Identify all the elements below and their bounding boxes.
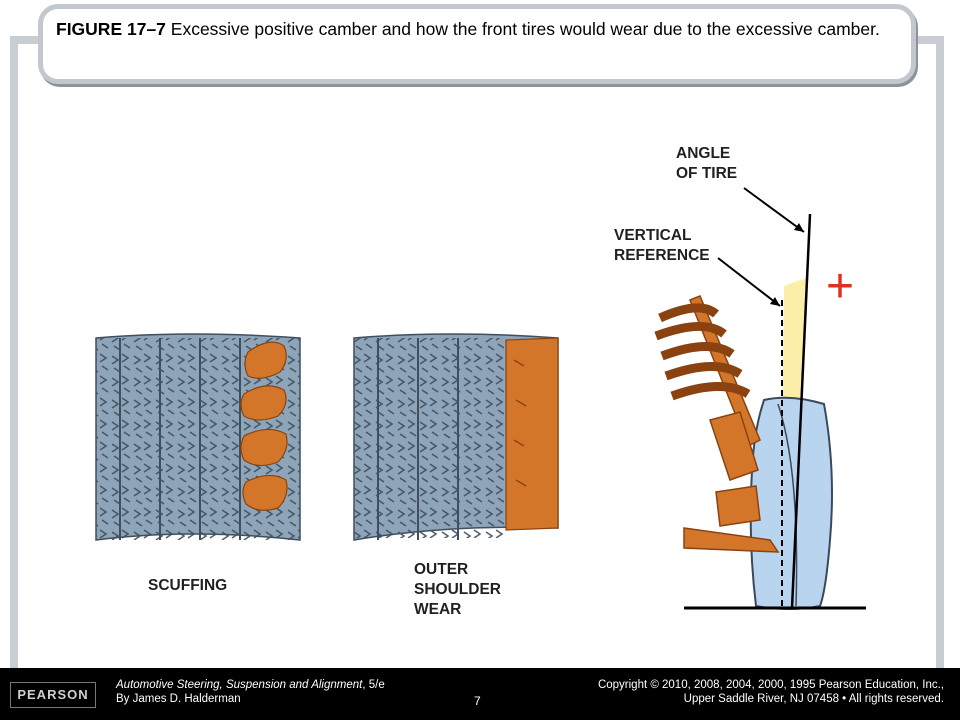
tire-side-view (749, 396, 833, 610)
label-shoulder: SHOULDER (414, 581, 501, 598)
shoulder-wear-band (505, 337, 559, 531)
copyright-line-2: Upper Saddle River, NJ 07458 • All right… (683, 693, 944, 705)
positive-camber-plus: + (826, 260, 854, 313)
book-author: By James D. Halderman (116, 693, 241, 705)
figure-caption-text: Excessive positive camber and how the fr… (165, 19, 880, 39)
camber-wear-illustration: + (95, 187, 866, 610)
book-info: Automotive Steering, Suspension and Alig… (116, 678, 385, 706)
outer-shoulder-tread (353, 333, 559, 541)
figure-caption: FIGURE 17–7 Excessive positive camber an… (56, 18, 896, 40)
label-outer: OUTER (414, 561, 469, 578)
book-edition: , 5/e (362, 679, 385, 691)
slide-frame-left (10, 36, 18, 676)
strut-spring-assembly (654, 295, 780, 553)
copyright: Copyright © 2010, 2008, 2004, 2000, 1995… (598, 678, 944, 706)
scuff-wear-patches (240, 341, 288, 511)
camber-diagram: + (654, 187, 866, 610)
label-of-tire: OF TIRE (676, 165, 738, 182)
slide-frame-top-right (900, 36, 944, 44)
slide-frame-right (936, 36, 944, 676)
slide-frame-top-left (10, 36, 50, 44)
label-scuffing: SCUFFING (148, 577, 228, 594)
vertical-leader-arrow (717, 257, 781, 307)
tire-angle-line (790, 213, 812, 609)
scuffing-tread (95, 333, 301, 541)
book-title: Automotive Steering, Suspension and Alig… (116, 679, 363, 691)
pearson-logo: PEARSON (10, 682, 96, 708)
label-angle: ANGLE (676, 145, 731, 162)
page-number: 7 (474, 694, 481, 708)
angle-leader-arrow (743, 187, 805, 233)
label-wear: WEAR (414, 601, 462, 618)
caption-box (38, 4, 916, 84)
slide-footer: PEARSON Automotive Steering, Suspension … (0, 668, 960, 720)
label-vertical: VERTICAL (614, 227, 692, 244)
label-reference: REFERENCE (614, 247, 710, 264)
copyright-line-1: Copyright © 2010, 2008, 2004, 2000, 1995… (597, 679, 944, 691)
figure-label: FIGURE 17–7 (56, 19, 166, 39)
